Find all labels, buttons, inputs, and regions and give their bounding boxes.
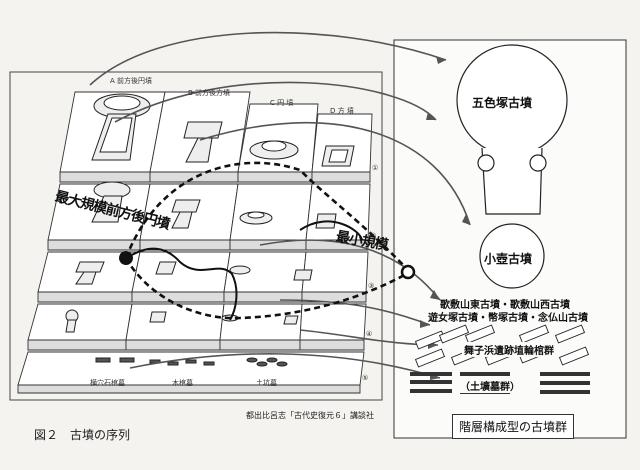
column-label-a: A 前方後円墳 — [110, 77, 153, 85]
label-pit-grave: 土坑墓 — [256, 379, 277, 387]
figure-source: 都出比呂志「古代史復元６」講談社 — [246, 411, 374, 420]
row-number-5: ⑤ — [362, 374, 369, 382]
hand-lines — [125, 220, 363, 321]
row-number-2: ② — [370, 232, 377, 240]
column-label-b: B 前方後方墳 — [188, 89, 231, 97]
group-line-2: 遊女塚古墳・幣塚古墳・念仏山古墳 — [428, 313, 588, 324]
left-grid-frame — [9, 71, 383, 401]
row-number-3: ③ — [368, 282, 375, 290]
tomb-icons — [65, 93, 355, 367]
largest-tomb-marker — [119, 251, 133, 265]
label-stone-coffin: 横穴石棺墓 — [90, 379, 125, 387]
group-line-3: 舞子浜遺跡埴輪棺群 — [462, 342, 556, 357]
row-number-1: ① — [372, 164, 379, 172]
right-shapes — [456, 44, 568, 289]
column-label-d: D 方 墳 — [330, 107, 354, 115]
group-line-1: 歌敷山東古墳・歌敷山西古墳 — [440, 300, 570, 311]
kotsubo-label: 小壺古墳 — [484, 252, 533, 266]
hand-routes — [124, 161, 411, 320]
figure-caption: 図２ 古墳の序列 — [34, 428, 131, 442]
right-panel-title: 階層構成型の古墳群 — [452, 414, 575, 439]
goshikizuka-label: 五色塚古墳 — [472, 96, 533, 110]
row-number-4: ④ — [366, 330, 373, 338]
smallest-tomb-marker — [400, 264, 416, 280]
label-wood-coffin: 木棺墓 — [172, 379, 193, 387]
column-label-c: C 円 墳 — [270, 99, 294, 107]
group-line-4: （土壙墓群） — [458, 378, 522, 393]
